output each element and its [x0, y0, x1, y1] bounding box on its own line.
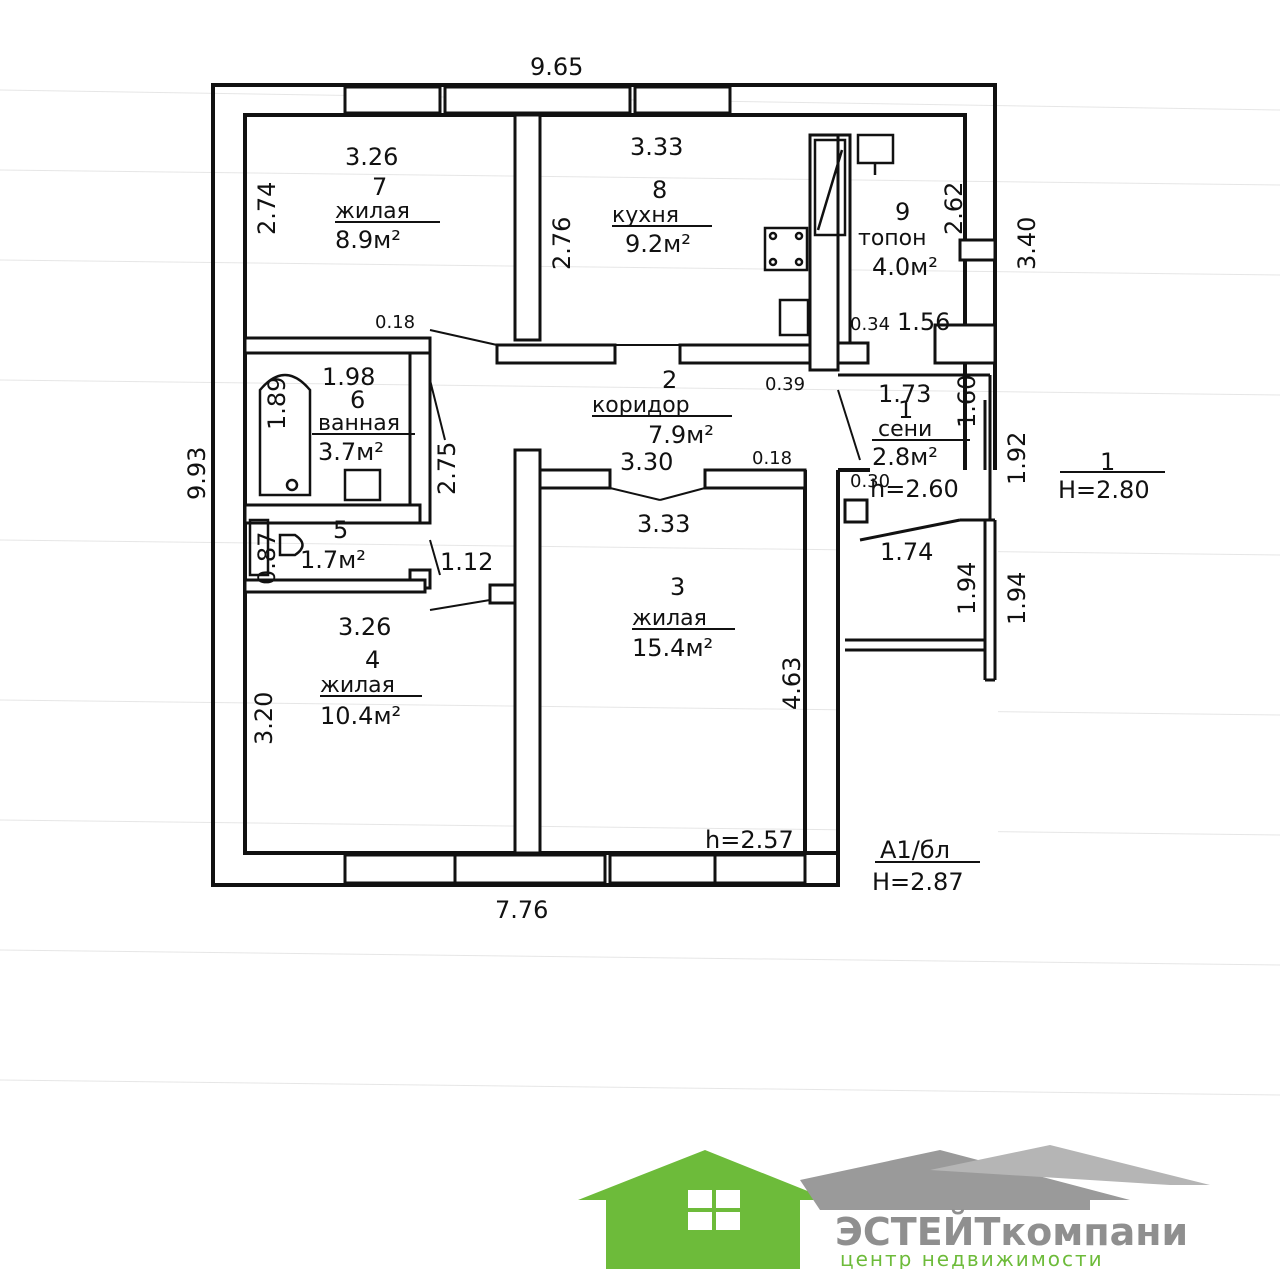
- dim-r4-height: 3.20: [250, 692, 278, 745]
- room-8-name: кухня: [612, 203, 679, 228]
- room-5-area: 1.7м²: [300, 546, 366, 574]
- dimension-labels: 9.65 7.76 9.93 3.40 1.92 1.94 1.94 1.74 …: [183, 53, 1041, 924]
- interior-walls: [243, 113, 997, 855]
- room-4-number: 4: [365, 646, 380, 674]
- toilet-icon: [278, 533, 304, 557]
- dim-ext-lower: 1.94: [953, 562, 981, 615]
- window-icon: [688, 1190, 740, 1230]
- room-7-name: жилая: [335, 199, 410, 224]
- room-4-area: 10.4м²: [320, 702, 401, 730]
- dim-r7-width: 3.26: [345, 143, 398, 171]
- room-4-name: жилая: [320, 673, 395, 698]
- dim-top-total: 9.65: [530, 53, 583, 81]
- dim-right-mid: 1.92: [1003, 432, 1031, 485]
- brand-tagline: центр недвижимости: [840, 1247, 1104, 1269]
- dim-r6-side: 2.75: [433, 442, 461, 495]
- room-1-area: 2.8м²: [872, 443, 938, 471]
- dim-r1-height: 1.60: [953, 375, 981, 428]
- porch-walls: [838, 373, 997, 682]
- room-6-name: ванная: [318, 411, 400, 436]
- boiler-icon: [856, 133, 895, 165]
- dim-r5-width: 1.12: [440, 548, 493, 576]
- gray-roof-shape-2: [930, 1145, 1210, 1185]
- room-3-number: 3: [670, 573, 685, 601]
- dim-018-a: 0.18: [375, 312, 415, 333]
- windows: [343, 85, 807, 885]
- room-8-area: 9.2м²: [625, 230, 691, 258]
- dim-r6-height: 1.89: [263, 377, 291, 430]
- sink-icon: [778, 298, 810, 337]
- dim-156: 1.56: [897, 308, 950, 336]
- dim-left-total: 9.93: [183, 447, 211, 500]
- building-code: A1/бл: [880, 836, 950, 864]
- stove: [813, 138, 847, 237]
- dim-r3-width: 3.33: [637, 510, 690, 538]
- legend-number: 1: [1100, 448, 1115, 476]
- legend-height: H=2.80: [1058, 476, 1150, 504]
- room-2-number: 2: [662, 366, 677, 394]
- dim-right-lower: 1.94: [1003, 572, 1031, 625]
- building-height: H=2.87: [872, 868, 964, 896]
- dim-r5-height: 0.87: [253, 532, 281, 585]
- brand-name: ЭСТЕЙТкомпани: [835, 1210, 1188, 1254]
- room-9-name: топон: [858, 226, 927, 251]
- dim-r6-width: 1.98: [322, 363, 375, 391]
- door-swings: [429, 329, 861, 611]
- corner-mask: [838, 470, 998, 890]
- room-6-number: 6: [350, 386, 365, 414]
- dim-r7-height: 2.74: [253, 182, 281, 235]
- fixtures: [248, 133, 895, 577]
- room-1-name: сени: [878, 417, 932, 442]
- room-7-number: 7: [372, 173, 387, 201]
- dim-r9-height: 2.62: [940, 182, 968, 235]
- dim-r8-width: 3.33: [630, 133, 683, 161]
- gray-roof-shape: [800, 1150, 1130, 1210]
- dim-right-upper: 3.40: [1013, 217, 1041, 270]
- cooktop-icon: [763, 226, 809, 272]
- dim-ext-width: 1.74: [880, 538, 933, 566]
- room-3-name: жилая: [632, 606, 707, 631]
- room-1-number: 1: [898, 396, 913, 424]
- room-2-area: 7.9м²: [648, 421, 714, 449]
- house-roof-icon: [578, 1150, 830, 1269]
- porch-height: h=2.60: [870, 475, 959, 503]
- room-labels: 7 жилая 8.9м² 8 кухня 9.2м² 9 топон 4.0м…: [300, 173, 970, 730]
- room-9-area: 4.0м²: [872, 253, 938, 281]
- bathtub-icon: [258, 373, 312, 497]
- dim-018-b: 0.18: [752, 448, 792, 469]
- room-2-name: коридор: [592, 393, 690, 418]
- room-3-area: 15.4м²: [632, 634, 713, 662]
- company-logo: ЭСТЕЙТкомпани центр недвижимости: [578, 1145, 1210, 1269]
- dim-r8-height: 2.76: [548, 217, 576, 270]
- room-6-area: 3.7м²: [318, 438, 384, 466]
- dim-039: 0.39: [765, 374, 805, 395]
- height-labels: h=2.57 h=2.60 1 H=2.80 A1/бл H=2.87: [705, 448, 1165, 896]
- room-7-area: 8.9м²: [335, 226, 401, 254]
- dim-r3-height: 4.63: [778, 657, 806, 710]
- dim-r4-width: 3.26: [338, 613, 391, 641]
- dim-r1-width: 1.73: [878, 380, 931, 408]
- room-9-number: 9: [895, 198, 910, 226]
- dim-030: 0.30: [850, 471, 890, 492]
- room-5-number: 5: [333, 516, 348, 544]
- dim-r2-width: 3.30: [620, 448, 673, 476]
- main-height: h=2.57: [705, 826, 794, 854]
- room-8-number: 8: [652, 176, 667, 204]
- washbasin-icon: [343, 468, 382, 502]
- dim-034: 0.34: [850, 314, 890, 335]
- wall-steps: [213, 85, 997, 887]
- dim-bottom-total: 7.76: [495, 896, 548, 924]
